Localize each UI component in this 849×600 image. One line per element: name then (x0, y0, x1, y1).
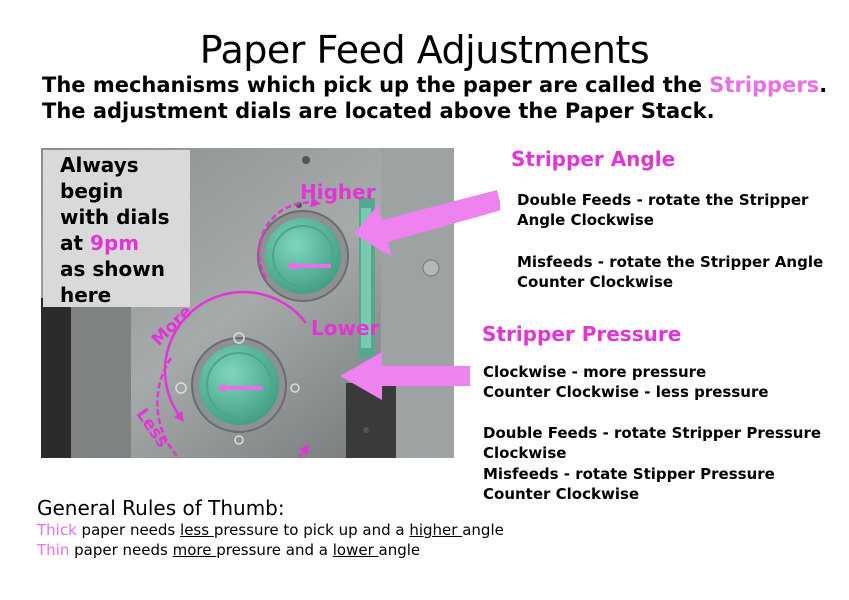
dials-illustration (41, 148, 454, 458)
note-line-6: here (60, 283, 112, 307)
pressure-line-5: Misfeeds - rotate Stipper Pressure (483, 465, 775, 483)
rule-thick-c: pressure to pick up and a (213, 521, 410, 539)
thick-word: Thick (37, 521, 77, 539)
instruction-note-box (43, 150, 190, 307)
rule-thin-more: more (172, 541, 217, 559)
angle-line-1: Double Feeds - rotate the Stripper (517, 191, 809, 209)
rules-heading: General Rules of Thumb: (37, 496, 285, 520)
label-higher: Higher (300, 180, 376, 204)
intro-line-1-text: The mechanisms which pick up the paper a… (42, 73, 710, 97)
rule-thin-e: angle (378, 541, 421, 559)
angle-pointer-arrow (354, 190, 500, 257)
pressure-line-6: Counter Clockwise (483, 485, 640, 503)
pointer-arrows (340, 190, 500, 400)
intro-line-1: The mechanisms which pick up the paper a… (42, 72, 827, 98)
rule-thin-a: paper needs (69, 541, 173, 559)
note-9pm-highlight: 9pm (90, 231, 140, 255)
rule-thick-higher: higher (409, 521, 463, 539)
rule-thick-less: less (180, 521, 214, 539)
note-line-1: Always (60, 153, 139, 177)
instruction-note: Always begin with dials at 9pm as shown … (60, 152, 170, 308)
intro-line-2: The adjustment dials are located above t… (42, 99, 715, 123)
angle-line-2: Angle Clockwise (517, 211, 654, 229)
strippers-highlight: Strippers (709, 73, 820, 97)
pressure-line-2: Counter Clockwise - less pressure (483, 383, 769, 401)
rule-thick: Thick paper needs less pressure to pick … (37, 520, 504, 540)
note-line-5: as shown (60, 257, 165, 281)
stripper-dials-photo (41, 148, 454, 458)
rule-thick-e: angle (462, 521, 504, 539)
pressure-pointer-arrow (340, 352, 470, 400)
intro-line-1-period: . (819, 73, 828, 97)
stripper-angle-heading: Stripper Angle (511, 147, 676, 171)
rule-thin-lower: lower (332, 541, 379, 559)
note-line-4-text: at (60, 231, 91, 255)
pressure-line-4: Clockwise (483, 444, 567, 462)
page-title: Paper Feed Adjustments (199, 28, 650, 72)
rule-thick-a: paper needs (76, 521, 181, 539)
note-line-4: at 9pm (60, 230, 170, 256)
pressure-line-1: Clockwise - more pressure (483, 363, 707, 381)
angle-line-4: Counter Clockwise (517, 273, 674, 291)
note-line-3: with dials (60, 205, 170, 229)
label-lower: Lower (311, 316, 380, 340)
pressure-line-3: Double Feeds - rotate Stripper Pressure (483, 424, 822, 442)
note-line-2: begin (60, 179, 124, 203)
rule-thin: Thin paper needs more pressure and a low… (37, 540, 420, 560)
rule-thin-c: pressure and a (216, 541, 333, 559)
angle-line-3: Misfeeds - rotate the Stripper Angle (517, 253, 824, 271)
thin-word: Thin (37, 541, 70, 559)
stripper-pressure-heading: Stripper Pressure (482, 322, 682, 346)
